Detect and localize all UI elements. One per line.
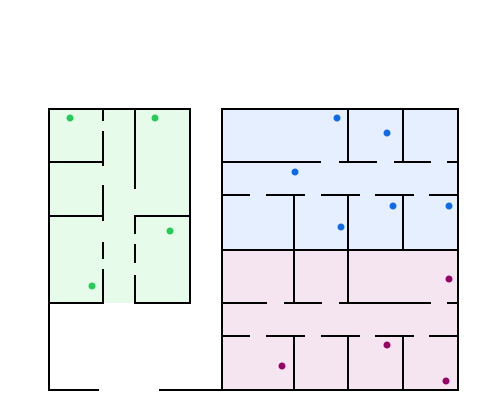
green-marker — [151, 114, 159, 122]
green-zone — [49, 109, 190, 303]
markers — [66, 114, 453, 385]
blue-marker — [333, 114, 341, 122]
green-marker — [88, 282, 96, 290]
green-marker — [66, 114, 74, 122]
blue-marker — [291, 168, 299, 176]
blue-marker — [389, 202, 397, 210]
blue-marker — [383, 129, 391, 137]
pink-zone — [222, 250, 458, 390]
green-marker — [166, 227, 174, 235]
purple-marker — [278, 362, 286, 370]
purple-marker — [445, 275, 453, 283]
blue-marker — [337, 223, 345, 231]
blue-marker — [445, 202, 453, 210]
walls — [48, 108, 459, 391]
zone-fills — [49, 109, 458, 390]
purple-marker — [442, 377, 450, 385]
purple-marker — [383, 341, 391, 349]
